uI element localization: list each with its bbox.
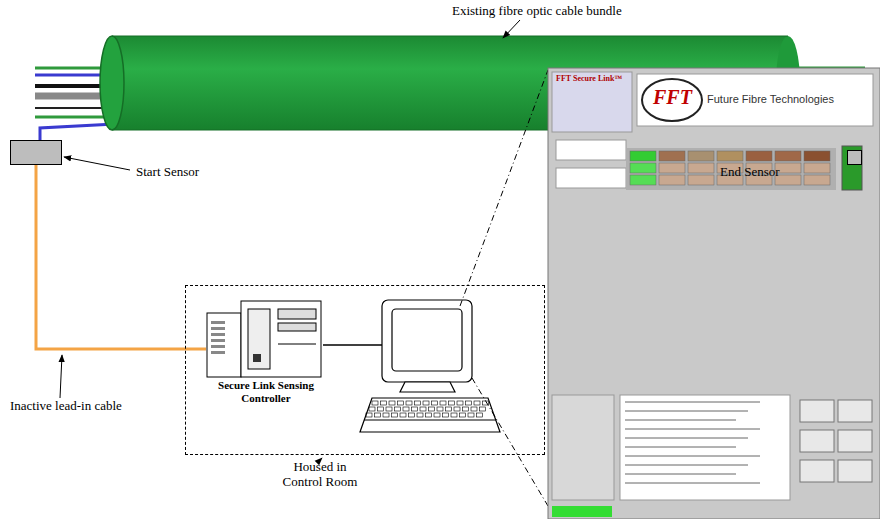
zoom-lines bbox=[460, 70, 548, 506]
node-label: Housed in Control Room bbox=[274, 460, 366, 490]
node-label: Secure Link Sensing Controller bbox=[206, 379, 326, 404]
node-label: Start Sensor bbox=[136, 165, 199, 180]
callout-label: Existing fibre optic cable bundle bbox=[452, 3, 622, 19]
controller-icon bbox=[206, 299, 324, 379]
sensor-box: Start Sensor bbox=[10, 140, 62, 165]
lead-in-cable bbox=[36, 165, 206, 349]
screen-text: FFT Secure Link™ bbox=[556, 74, 622, 83]
screen-text: FFT bbox=[653, 86, 692, 109]
sensor-box: End Sensor bbox=[847, 150, 862, 165]
screenshot bbox=[548, 68, 880, 519]
workstation bbox=[323, 300, 500, 432]
callout-label: Inactive lead-in cable bbox=[10, 398, 122, 414]
controller-unit: Secure Link Sensing Controller bbox=[206, 299, 326, 406]
keyboard-keys bbox=[366, 401, 489, 417]
screen-text: Future Fibre Technologies bbox=[707, 93, 834, 105]
node-label: End Sensor bbox=[720, 165, 780, 180]
control-room-region: Housed in Control RoomSecure Link Sensin… bbox=[185, 285, 545, 455]
